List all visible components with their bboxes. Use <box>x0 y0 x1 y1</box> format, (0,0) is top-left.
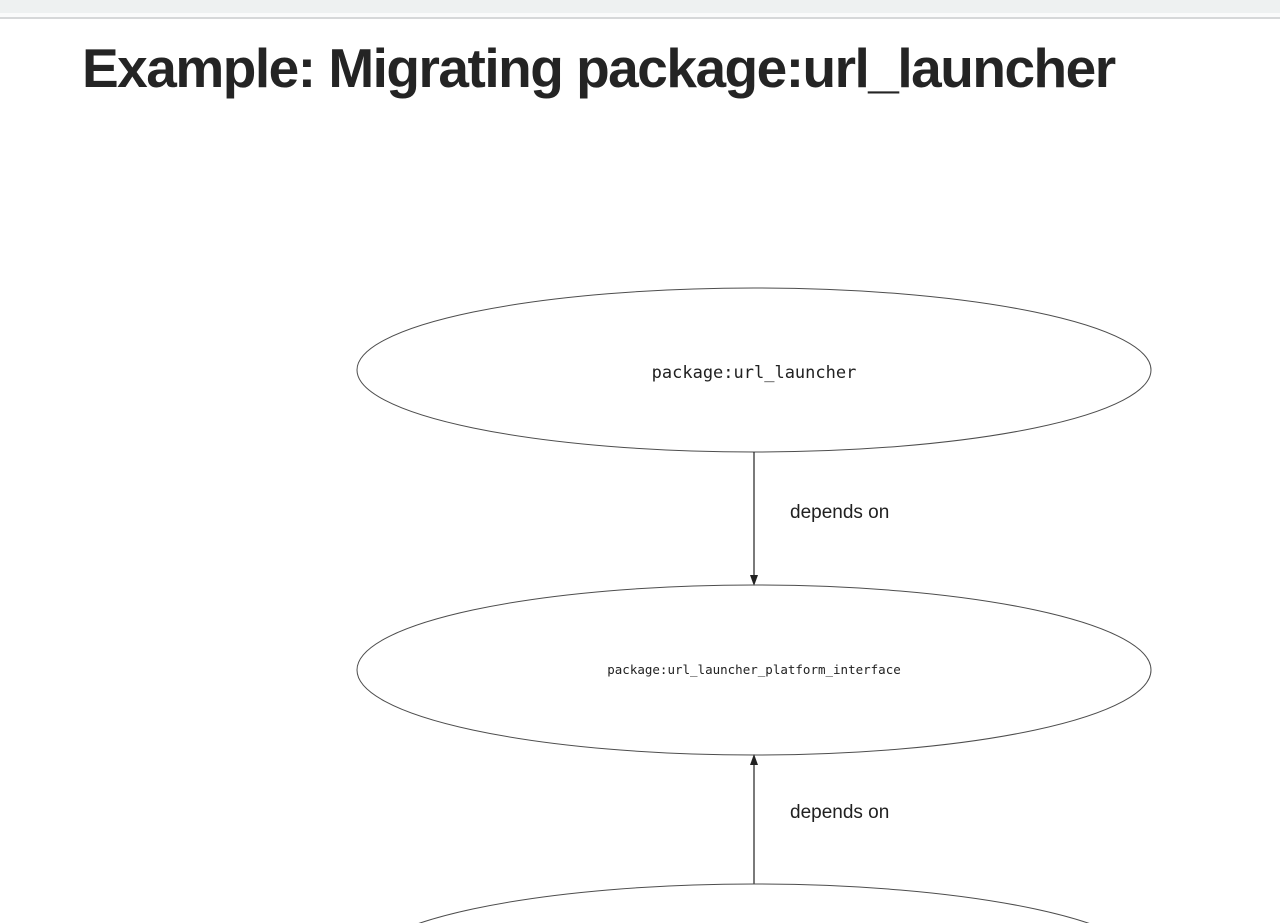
browser-chrome-fade <box>0 13 1280 17</box>
browser-chrome-edge <box>0 0 1280 13</box>
edge-depends-on-down-label: depends on <box>790 502 889 523</box>
node-partial-bottom-ellipse <box>418 883 1090 923</box>
browser-chrome-divider <box>0 17 1280 19</box>
edge-depends-on-up-label: depends on <box>790 802 889 823</box>
edge-depends-on-down-arrowhead-icon <box>750 575 758 586</box>
node-url-launcher-label: package:url_launcher <box>652 363 857 383</box>
page-title: Example: Migrating package:url_launcher <box>82 37 1116 99</box>
edge-depends-on-up-arrowhead-icon <box>750 754 758 765</box>
node-platform-interface-label: package:url_launcher_platform_interface <box>607 662 901 677</box>
